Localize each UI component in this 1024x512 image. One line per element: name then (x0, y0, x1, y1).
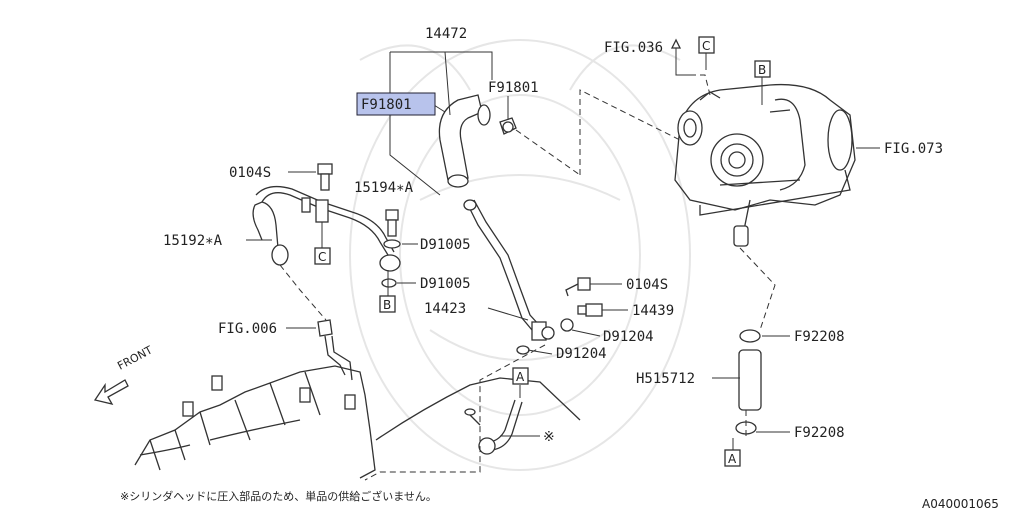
arrow-up-icon (670, 38, 682, 49)
label-15192a: 15192∗A (163, 233, 223, 249)
washer-d91005 (381, 278, 397, 288)
cylinder-head (134, 365, 376, 479)
callout-b-left-label: B (383, 298, 391, 312)
callout-c-top-label: C (702, 39, 710, 53)
callout-a-center: A (512, 367, 529, 385)
callout-c-left-label: C (318, 250, 326, 264)
hose-h515712 (735, 329, 762, 435)
callout-b-left: B (379, 295, 396, 313)
selected-part-highlight[interactable] (356, 92, 436, 116)
plug-14439 (577, 303, 603, 317)
callout-c-top: C (698, 36, 715, 54)
label-fig006[interactable]: FIG.006 (218, 321, 277, 337)
oil-pipe-14423 (463, 199, 574, 355)
front-label: FRONT (115, 343, 155, 372)
front-arrow: FRONT (93, 343, 155, 405)
bolt-0104s-left (317, 163, 333, 191)
diagram-code: A040001065 (922, 497, 999, 511)
label-15194a: 15194∗A (354, 180, 414, 196)
label-f91801-selected[interactable]: F91801 (361, 97, 412, 113)
callout-b-top-label: B (758, 63, 766, 77)
label-f91801: F91801 (488, 80, 539, 96)
bolt-15194 (383, 209, 401, 249)
callout-a-right-label: A (728, 452, 737, 466)
label-0104s-right: 0104S (626, 277, 668, 293)
callout-a-right: A (724, 449, 741, 467)
label-0104s-left: 0104S (229, 165, 271, 181)
asterisk-mark: ※ (543, 429, 555, 445)
callout-boxes: C B C B A A (314, 36, 771, 467)
label-f92208-upper: F92208 (794, 329, 845, 345)
callout-c-left: C (314, 247, 331, 265)
hose-14472 (438, 94, 517, 188)
label-14472: 14472 (425, 26, 467, 42)
bolt-0104s-right (565, 277, 591, 297)
label-d91204-lower: D91204 (556, 346, 607, 362)
label-14423: 14423 (424, 301, 466, 317)
union-fitting (464, 399, 523, 455)
footnote: ※シリンダヘッドに圧入部品のため、単品の供給ございません。 (120, 489, 437, 503)
callout-a-center-label: A (516, 370, 525, 384)
label-14439: 14439 (632, 303, 674, 319)
label-h515712: H515712 (636, 371, 695, 387)
label-fig073[interactable]: FIG.073 (884, 141, 943, 157)
leader-lines (246, 48, 880, 481)
callout-b-top: B (754, 60, 771, 78)
label-fig036[interactable]: FIG.036 (604, 40, 663, 56)
part-labels: 14472 F91801 F91801 FIG.036 FIG.073 0104… (163, 26, 943, 445)
label-f92208-lower: F92208 (794, 425, 845, 441)
turbocharger (674, 83, 856, 247)
label-d91005-lower: D91005 (420, 276, 471, 292)
label-d91005-upper: D91005 (420, 237, 471, 253)
label-d91204-right: D91204 (603, 329, 654, 345)
watermark-emblem (349, 39, 691, 471)
